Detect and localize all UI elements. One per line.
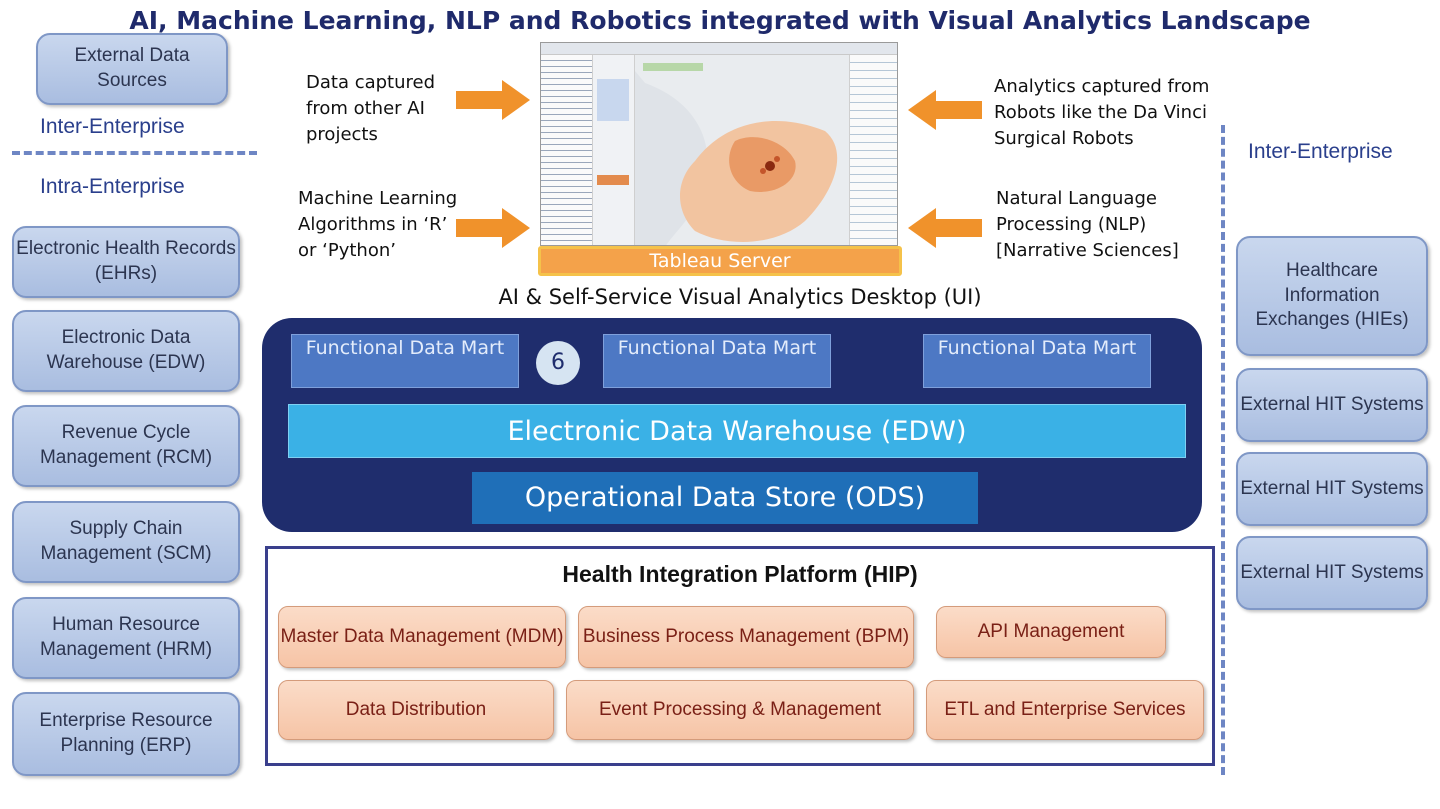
event-processing-box: Event Processing & Management — [566, 680, 914, 740]
diagram-title: AI, Machine Learning, NLP and Robotics i… — [0, 6, 1440, 35]
right-arrow-icon — [456, 80, 530, 120]
functional-data-mart-3: Functional Data Mart — [923, 334, 1151, 388]
edw-system-box: Electronic Data Warehouse (EDW) — [12, 310, 240, 392]
api-management-box: API Management — [936, 606, 1166, 658]
etl-services-box: ETL and Enterprise Services — [926, 680, 1204, 740]
hrm-system-box: Human Resource Management (HRM) — [12, 597, 240, 679]
rcm-system-box: Revenue Cycle Management (RCM) — [12, 405, 240, 487]
nlp-note: Natural Language Processing (NLP) [Narra… — [996, 186, 1206, 264]
ods-bar: Operational Data Store (ODS) — [472, 472, 978, 524]
desktop-ui-label: AI & Self-Service Visual Analytics Deskt… — [470, 285, 1010, 309]
ml-algorithms-note: Machine Learning Algorithms in ‘R’ or ‘P… — [298, 186, 468, 264]
left-inter-enterprise-label: Inter-Enterprise — [40, 115, 185, 139]
edw-bar: Electronic Data Warehouse (EDW) — [288, 404, 1186, 458]
right-inter-enterprise-label: Inter-Enterprise — [1248, 140, 1393, 164]
ai-projects-note: Data captured from other AI projects — [306, 70, 466, 148]
scm-system-box: Supply Chain Management (SCM) — [12, 501, 240, 583]
erp-system-box: Enterprise Resource Planning (ERP) — [12, 692, 240, 776]
right-arrow-icon — [456, 208, 530, 248]
hie-box: Healthcare Information Exchanges (HIEs) — [1236, 236, 1428, 356]
left-arrow-icon — [908, 90, 982, 130]
step-number-badge: 6 — [536, 341, 580, 385]
external-hit-box-2: External HIT Systems — [1236, 452, 1428, 526]
intra-enterprise-label: Intra-Enterprise — [40, 175, 185, 199]
external-hit-box-1: External HIT Systems — [1236, 368, 1428, 442]
external-hit-box-3: External HIT Systems — [1236, 536, 1428, 610]
hip-title: Health Integration Platform (HIP) — [265, 561, 1215, 588]
left-boundary-divider — [12, 151, 257, 155]
external-data-sources-box: External Data Sources — [36, 33, 228, 105]
data-distribution-box: Data Distribution — [278, 680, 554, 740]
mdm-box: Master Data Management (MDM) — [278, 606, 566, 668]
ehr-system-box: Electronic Health Records (EHRs) — [12, 226, 240, 298]
functional-data-mart-2: Functional Data Mart — [603, 334, 831, 388]
right-boundary-divider — [1221, 125, 1225, 775]
tableau-server-label: Tableau Server — [538, 246, 902, 276]
tableau-dashboard-screenshot — [540, 42, 898, 246]
functional-data-mart-1: Functional Data Mart — [291, 334, 519, 388]
left-arrow-icon — [908, 208, 982, 248]
bpm-box: Business Process Management (BPM) — [578, 606, 914, 668]
robots-note: Analytics captured from Robots like the … — [994, 74, 1224, 152]
